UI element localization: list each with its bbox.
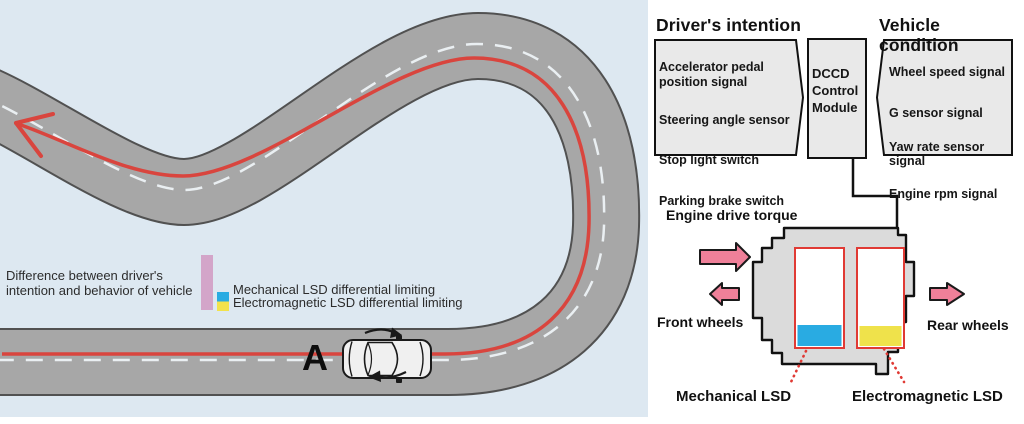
mechanical-lsd-fill bbox=[797, 325, 842, 346]
legend-bar-difference bbox=[201, 255, 213, 310]
front-wheels-arrow bbox=[709, 282, 740, 306]
engine-torque-arrow bbox=[699, 242, 751, 272]
dccd-module-box bbox=[807, 38, 867, 159]
rear-wheels-label: Rear wheels bbox=[927, 317, 1009, 333]
vehicle-item-wheelspeed: Wheel speed signal bbox=[889, 65, 1006, 80]
legend-difference-label: Difference between driver's intention an… bbox=[6, 268, 193, 298]
rear-wheels-arrow bbox=[929, 282, 965, 306]
driver-intention-items: Accelerator pedal position signal Steeri… bbox=[659, 46, 795, 223]
signal-wire bbox=[851, 158, 899, 229]
vehicle-item-yawrate: Yaw rate sensor signal bbox=[889, 139, 985, 169]
road-illustration bbox=[0, 0, 648, 417]
legend-electromagnetic-label: Electromagnetic LSD differential limitin… bbox=[233, 295, 463, 310]
driver-intention-title: Driver's intention bbox=[656, 15, 802, 35]
vehicle-item-gsensor: G sensor signal bbox=[889, 106, 983, 121]
electromagnetic-lsd-fill bbox=[859, 326, 902, 346]
car-hood-line bbox=[419, 341, 424, 377]
car-mirror-top bbox=[396, 335, 402, 340]
legend-swatch-mechanical bbox=[217, 292, 229, 302]
mechanical-lsd-label: Mechanical LSD bbox=[676, 388, 792, 405]
driver-item-parkingbrake: Parking brake switch bbox=[659, 194, 785, 208]
driver-item-accelerator: Accelerator pedal position signal bbox=[659, 60, 764, 89]
legend-mechanical-label: Mechanical LSD differential limiting bbox=[233, 282, 436, 297]
car-rear-window bbox=[367, 342, 373, 376]
driver-item-stoplight: Stop light switch bbox=[659, 153, 759, 168]
front-wheels-label: Front wheels bbox=[657, 314, 744, 330]
road-surface bbox=[0, 14, 639, 394]
vehicle-condition-items: Wheel speed signal G sensor signal Yaw r… bbox=[889, 51, 1009, 216]
control-diagram-graphics bbox=[654, 38, 1013, 384]
driving-line bbox=[2, 56, 591, 356]
electromagnetic-lsd-leader-line bbox=[882, 347, 906, 384]
vehicle-condition-title: Vehicle condition bbox=[879, 15, 959, 56]
engine-drive-torque-label: Engine drive torque bbox=[666, 207, 798, 223]
legend-swatch-electromagnetic bbox=[217, 301, 229, 311]
driver-item-steering: Steering angle sensor bbox=[659, 112, 790, 127]
car-trunk-line bbox=[348, 341, 353, 377]
yaw-arrow-rear-head bbox=[368, 370, 381, 382]
driver-intention-box bbox=[654, 39, 805, 156]
car-top-view bbox=[342, 327, 432, 383]
mechanical-lsd-leader-line bbox=[789, 349, 808, 384]
dccd-module-label: DCCD Control Module bbox=[812, 66, 859, 115]
vehicle-condition-box bbox=[875, 39, 1013, 156]
electromagnetic-lsd-label: Electromagnetic LSD bbox=[852, 388, 1003, 405]
road-center-dash-line bbox=[0, 42, 606, 362]
yaw-arrow-front-head bbox=[390, 327, 402, 338]
driving-line-arrowhead bbox=[14, 112, 55, 158]
vehicle-item-enginerpm: Engine rpm signal bbox=[889, 187, 998, 201]
car-cabin bbox=[363, 341, 399, 377]
car-mirror-bottom bbox=[396, 378, 402, 383]
corner-a-label: A bbox=[302, 337, 328, 378]
